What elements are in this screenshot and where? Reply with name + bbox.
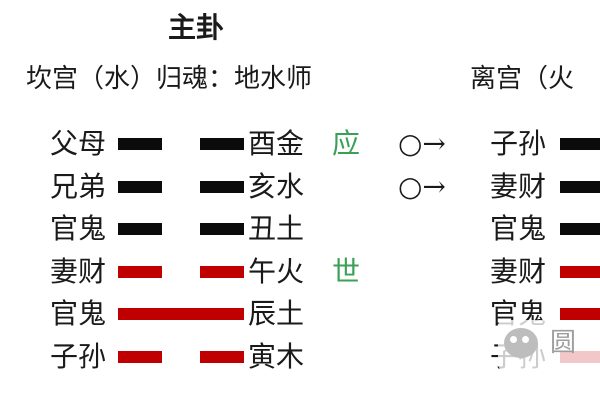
moving-line-arrow: ○→ [398, 127, 446, 160]
watermark: 圆 [498, 320, 600, 370]
yin-line-right [200, 350, 244, 363]
yin-line-left [118, 138, 162, 150]
hexagram-line-row: 官鬼 丑土 官鬼 [0, 209, 600, 249]
changed-line-segment [560, 138, 600, 150]
changed-line-segment [560, 265, 600, 278]
six-relative-label: 官鬼 [50, 297, 107, 330]
six-relative-label: 父母 [50, 127, 107, 160]
six-relative-label: 兄弟 [50, 169, 107, 203]
earthly-branch-label: 酉金 [248, 127, 305, 160]
hexagram-line-row: 妻财 午火世 妻财 [0, 252, 600, 292]
hexagram-line-row: 官鬼辰土官鬼 [0, 294, 600, 334]
changed-line-segment [560, 308, 600, 320]
changed-six-relative-label: 妻财 [490, 254, 547, 288]
changed-six-relative-label: 子孙 [490, 127, 547, 160]
yin-line-right [200, 180, 244, 193]
shi-marker: 世 [332, 254, 361, 288]
yin-line-right [200, 223, 244, 235]
ying-marker: 应 [332, 127, 361, 160]
yin-line-left [118, 350, 162, 363]
yin-line-left [118, 223, 162, 235]
yin-line-left [118, 180, 162, 193]
yang-line [118, 308, 244, 320]
earthly-branch-label: 亥水 [248, 169, 305, 203]
wechat-icon [504, 328, 538, 358]
earthly-branch-label: 辰土 [248, 297, 305, 330]
moving-line-arrow: ○→ [398, 169, 446, 203]
yin-line-right [200, 265, 244, 278]
left-hexagram-heading: 坎宫（水）归魂：地水师 [26, 64, 313, 94]
changed-line-segment [560, 223, 600, 235]
hexagram-line-row: 兄弟 亥水 ○→ 妻财 [0, 167, 600, 207]
watermark-text: 圆 [550, 328, 577, 358]
main-hexagram-title: 主卦 [168, 11, 225, 44]
earthly-branch-label: 丑土 [248, 212, 305, 245]
six-relative-label: 子孙 [50, 339, 107, 373]
earthly-branch-label: 午火 [248, 254, 305, 288]
changed-six-relative-label: 妻财 [490, 169, 547, 203]
six-relative-label: 妻财 [50, 254, 107, 288]
changed-six-relative-label: 官鬼 [490, 212, 547, 245]
hexagram-line-row: 父母 酉金应 ○→ 子孙 [0, 124, 600, 164]
six-relative-label: 官鬼 [50, 212, 107, 245]
changed-line-segment [560, 180, 600, 193]
yin-line-right [200, 138, 244, 150]
right-hexagram-heading: 离宫（火 [470, 64, 575, 94]
yin-line-left [118, 265, 162, 278]
earthly-branch-label: 寅木 [248, 339, 305, 373]
